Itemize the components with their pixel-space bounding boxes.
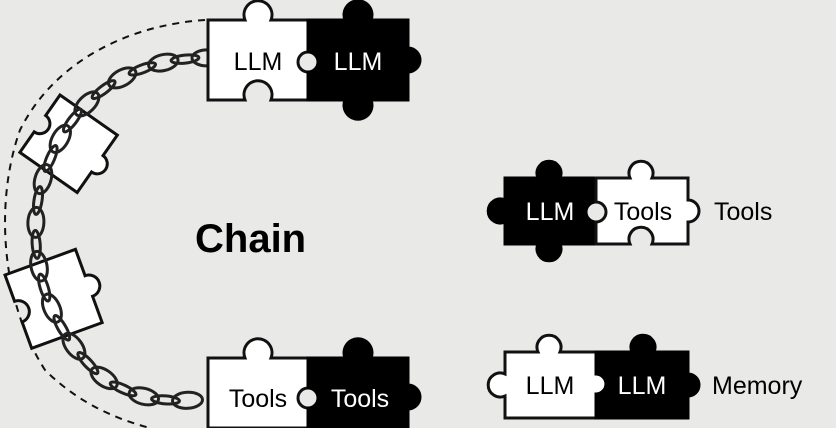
row2-side-label: Memory [712,372,803,400]
chain-link [27,207,44,238]
chain-title: Chain [195,217,306,261]
chain-link [71,88,104,121]
row1-right-piece-label: Tools [614,198,672,226]
row1-left-piece-label: LLM [526,198,575,226]
top-right-piece-label: LLM [334,48,383,76]
bottom-right-piece-label: Tools [331,385,389,413]
dashed-arc [5,20,205,428]
row1-side-label: Tools [714,198,772,226]
bottom-left-piece: Tools [208,339,308,428]
chain-link [59,329,90,363]
row2-right-piece-label: LLM [618,372,667,400]
top-left-piece-label: LLM [234,48,283,76]
chain-link [172,392,203,409]
top-left-piece: LLM [208,1,308,100]
bottom-left-piece-label: Tools [229,385,287,413]
row1-left-piece: LLM [488,161,596,261]
bottom-right-piece: Tools [308,339,420,428]
chain-link [75,350,100,376]
row2-right-piece: LLM [596,335,699,418]
top-right-piece: LLM [308,1,420,119]
chain-link [90,78,117,101]
row1-right-piece: Tools [596,161,699,244]
row2-left-piece-label: LLM [526,372,575,400]
row2-left-piece: LLM [488,335,606,418]
